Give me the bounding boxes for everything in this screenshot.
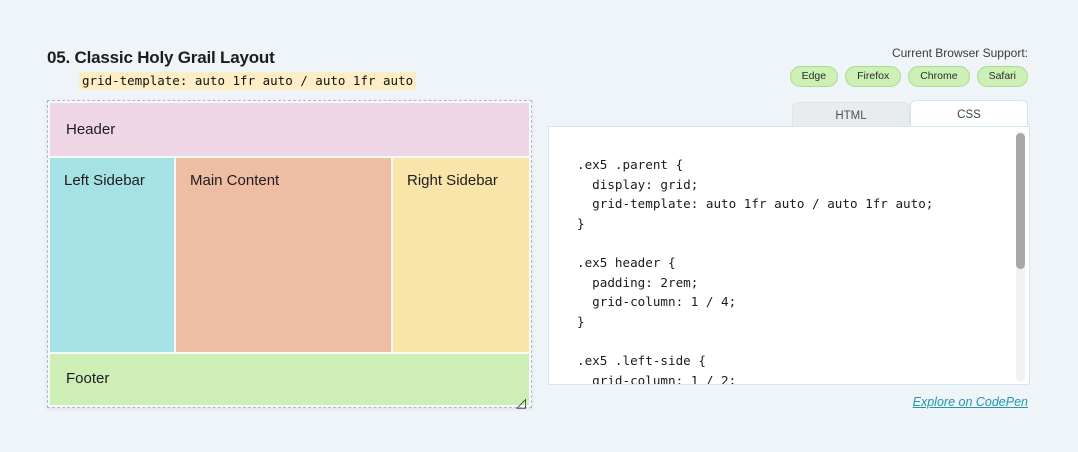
browser-badge-edge: Edge bbox=[789, 66, 839, 87]
demo-cell-left-sidebar: Left Sidebar bbox=[50, 158, 174, 352]
demo-cell-main-content: Main Content bbox=[176, 158, 391, 352]
browser-support-label: Current Browser Support: bbox=[891, 46, 1028, 60]
tab-html-label: HTML bbox=[835, 109, 867, 122]
code-content: .ex5 .parent { display: grid; grid-templ… bbox=[577, 157, 934, 385]
demo-cell-main-content-label: Main Content bbox=[190, 172, 280, 189]
tab-css-label: CSS bbox=[957, 108, 981, 121]
demo-cell-right-sidebar-label: Right Sidebar bbox=[407, 172, 498, 189]
code-tab-bar: HTML CSS bbox=[792, 100, 1028, 128]
title-block: 05. Classic Holy Grail Layout grid-templ… bbox=[47, 48, 417, 90]
browser-badge-safari: Safari bbox=[976, 66, 1028, 87]
browser-badge-list: Edge Firefox Chrome Safari bbox=[789, 66, 1028, 87]
tab-html[interactable]: HTML bbox=[792, 102, 910, 128]
grid-demo-container[interactable]: Header Left Sidebar Main Content Right S… bbox=[47, 100, 532, 408]
browser-support-section: Current Browser Support: Edge Firefox Ch… bbox=[789, 46, 1028, 87]
demo-cell-header-label: Header bbox=[66, 121, 116, 138]
resize-handle-icon[interactable]: ◿ bbox=[516, 395, 526, 410]
demo-cell-left-sidebar-label: Left Sidebar bbox=[64, 172, 145, 189]
browser-badge-chrome: Chrome bbox=[908, 66, 970, 87]
page-title: 05. Classic Holy Grail Layout bbox=[47, 48, 275, 67]
demo-cell-header: Header bbox=[50, 103, 529, 156]
grid-template-code-snippet: grid-template: auto 1fr auto / auto 1fr … bbox=[79, 72, 417, 90]
demo-cell-right-sidebar: Right Sidebar bbox=[393, 158, 529, 352]
browser-badge-firefox: Firefox bbox=[845, 66, 902, 87]
code-scrollbar-thumb[interactable] bbox=[1016, 133, 1025, 269]
demo-cell-footer: Footer bbox=[50, 354, 529, 405]
demo-cell-footer-label: Footer bbox=[66, 370, 110, 387]
tab-css[interactable]: CSS bbox=[910, 100, 1028, 128]
code-panel[interactable]: .ex5 .parent { display: grid; grid-templ… bbox=[548, 126, 1030, 385]
explore-on-codepen-link[interactable]: Explore on CodePen bbox=[912, 395, 1028, 409]
